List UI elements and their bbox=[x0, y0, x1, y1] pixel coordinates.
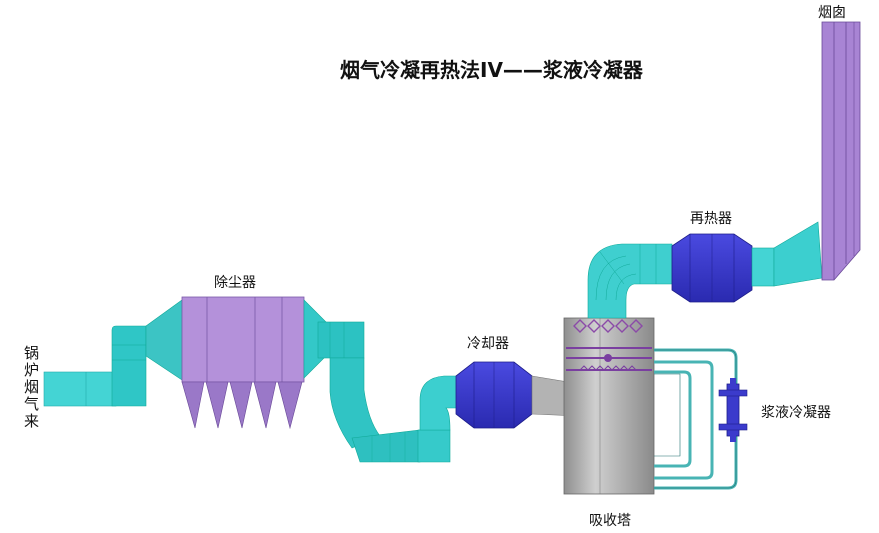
absorption-tower bbox=[563, 317, 655, 495]
spray-nozzles bbox=[573, 319, 643, 333]
label-reheater: 再热器 bbox=[690, 211, 732, 227]
label-chimney: 烟囱 bbox=[818, 5, 846, 21]
duct-to-cooler bbox=[303, 299, 459, 463]
page-title: 烟气冷凝再热法IV——浆液冷凝器 bbox=[340, 58, 643, 82]
inlet-duct bbox=[43, 299, 183, 407]
label-absorption-tower: 吸收塔 bbox=[589, 513, 631, 529]
reheater-unit bbox=[671, 233, 753, 303]
label-cooler: 冷却器 bbox=[467, 336, 509, 352]
label-dust-collector: 除尘器 bbox=[214, 275, 256, 291]
slurry-pipes bbox=[654, 348, 738, 490]
cooler-unit bbox=[455, 361, 581, 429]
slurry-condenser bbox=[718, 378, 748, 442]
label-boiler-flue-gas: 锅炉烟气来 bbox=[24, 344, 40, 430]
chimney bbox=[821, 21, 861, 281]
label-slurry-condenser: 浆液冷凝器 bbox=[761, 405, 831, 421]
duct-to-chimney bbox=[751, 221, 823, 287]
dust-collector bbox=[181, 296, 305, 430]
tower-outlet-duct bbox=[587, 243, 673, 319]
